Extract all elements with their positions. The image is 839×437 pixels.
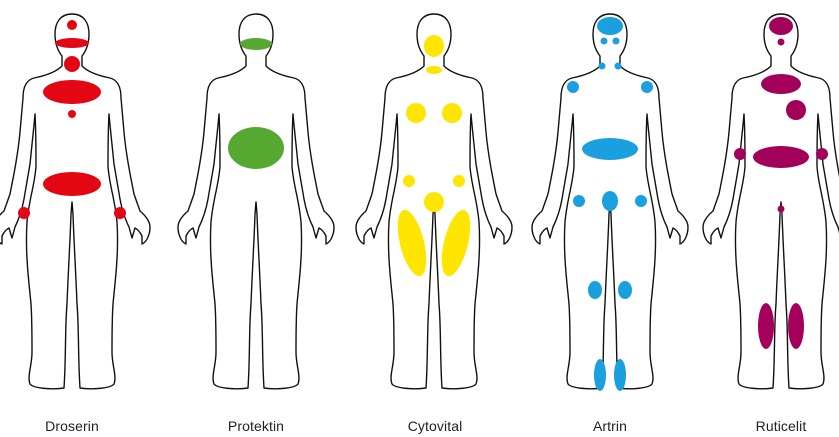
dot-mark [816,148,828,160]
ellipse-mark [426,66,442,74]
dot-mark [567,81,579,93]
ellipse-mark [597,17,623,35]
figure-label-protektin: Protektin [186,418,326,434]
figure-protektin [178,14,334,389]
ellipse-mark [594,359,606,391]
dot-mark [778,206,785,213]
dot-mark [442,103,462,123]
dot-mark [573,195,585,207]
dot-mark [68,110,76,118]
ellipse-mark [788,303,804,349]
dot-mark [786,100,806,120]
figure-label-ruticelit: Ruticelit [711,418,839,434]
dot-mark [613,38,620,45]
ellipse-mark [228,127,284,169]
ellipse-mark [240,38,272,50]
dot-mark [778,39,785,46]
dot-mark [641,81,653,93]
figure-label-artrin: Artrin [540,418,680,434]
figure-label-cytovital: Cytovital [365,418,505,434]
ellipse-mark [758,303,774,349]
dot-mark [67,20,77,30]
dot-mark [18,207,30,219]
ellipse-mark [43,172,101,196]
dot-mark [615,63,622,70]
ellipse-mark [761,74,801,94]
dot-mark [406,103,426,123]
body-outline [178,14,334,389]
dot-mark [424,192,444,212]
ellipse-mark [602,191,618,211]
dot-mark [403,175,415,187]
dot-mark [734,148,746,160]
dot-mark [635,195,647,207]
ellipse-mark [618,281,632,299]
figure-label-droserin: Droserin [2,418,142,434]
ellipse-mark [588,281,602,299]
figure-droserin [0,14,150,389]
ellipse-mark [55,38,89,48]
dot-mark [601,38,608,45]
dot-mark [453,175,465,187]
ellipse-mark [753,146,809,168]
ellipse-mark [769,17,793,35]
figure-artrin [532,14,688,391]
ellipse-mark [424,35,444,57]
dot-mark [64,56,80,72]
figure-cytovital [356,14,512,389]
figure-ruticelit [703,14,839,389]
dot-mark [114,207,126,219]
ellipse-mark [614,359,626,391]
dot-mark [599,63,606,70]
ellipse-mark [43,80,101,104]
ellipse-mark [582,138,638,160]
